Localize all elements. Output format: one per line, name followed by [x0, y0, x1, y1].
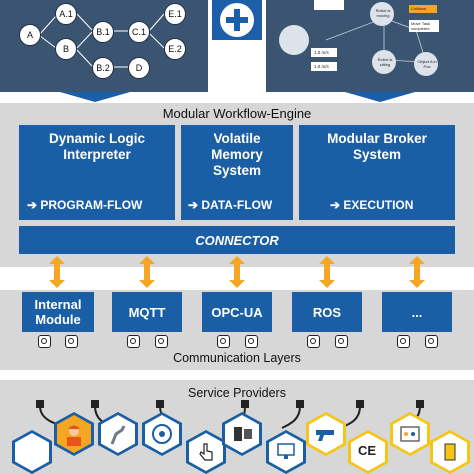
graph-node-b: B: [55, 38, 77, 60]
arrow-right-icon: ➔: [27, 198, 41, 212]
plug-icon: [127, 335, 140, 348]
flow-execution: ➔ EXECUTION: [330, 198, 413, 212]
orange-arrow-1: [49, 256, 65, 288]
graph-node-e2: E.2: [164, 38, 186, 60]
state-speed-1: 1.0 m/s: [314, 50, 329, 55]
service-hex-sensor: [430, 430, 470, 474]
service-hex-device: [222, 412, 262, 456]
drill-icon: [316, 430, 334, 441]
graph-node-b2: B.2: [92, 57, 114, 79]
controller-device-icon: [234, 427, 252, 441]
graph-node-e1: E.1: [164, 3, 186, 25]
plug-icon: [65, 335, 78, 348]
service-hex-monitor: [266, 430, 306, 474]
service-hex-controls: [390, 412, 430, 456]
connector-label: CONNECTOR: [195, 232, 279, 248]
sensor-icon: [444, 443, 456, 461]
service-hex-settings: [142, 412, 182, 456]
layer-more: ...: [382, 292, 452, 332]
layer-internal-module: Internal Module: [22, 292, 94, 332]
plug-icon: [307, 335, 320, 348]
service-cables: [36, 400, 424, 431]
plus-icon-circle: [220, 3, 254, 37]
plug-icon: [397, 335, 410, 348]
flow-label: DATA-FLOW: [201, 198, 273, 212]
layer-mqtt: MQTT: [112, 292, 182, 332]
graph-node-a: A: [19, 24, 41, 46]
graph-node-d: D: [128, 57, 150, 79]
layer-opc-ua: OPC-UA: [202, 292, 272, 332]
flow-data: ➔ DATA-FLOW: [188, 198, 272, 212]
service-hex-worker: [54, 412, 94, 456]
state-machine-panel: Robot is moving Collision Move Task comp…: [266, 0, 474, 92]
workflow-engine-title: Modular Workflow-Engine: [162, 106, 312, 121]
block-title: Volatile Memory System: [211, 131, 263, 178]
gear-icon: [152, 424, 172, 444]
graph-node-c1: C.1: [128, 21, 150, 43]
program-graph-panel: A A.1 B B.1 B.2 C.1 D E.1 E.2: [0, 0, 208, 92]
state-speed-2: 1.0 m/s: [314, 64, 329, 69]
communication-layers-caption: Communication Layers: [173, 351, 301, 365]
block-title: Modular Broker System: [327, 131, 427, 162]
robot-arm-icon: [110, 425, 126, 445]
flow-label: EXECUTION: [343, 198, 414, 212]
monitor-icon: [277, 443, 295, 459]
graph-node-a1: A.1: [55, 3, 77, 25]
ce-mark-icon: CE: [358, 443, 377, 458]
plus-icon: [212, 0, 262, 40]
orange-arrow-5: [409, 256, 425, 288]
arrow-right-icon: ➔: [330, 198, 344, 212]
block-title: Dynamic Logic Interpreter: [48, 131, 146, 162]
plug-icon: [335, 335, 348, 348]
state-label-moving: Robot is moving: [375, 8, 391, 18]
service-providers-title: Service Providers: [188, 386, 286, 400]
layer-ros: ROS: [292, 292, 362, 332]
plug-icon: [425, 335, 438, 348]
program-graph-edges: [39, 13, 165, 68]
flow-program: ➔ PROGRAM-FLOW: [27, 198, 142, 212]
orange-arrows: [49, 256, 425, 288]
service-hex-hand: [186, 430, 226, 474]
connector-bar: CONNECTOR: [19, 226, 455, 254]
block-dynamic-logic-interpreter: Dynamic Logic Interpreter: [19, 125, 175, 220]
down-arrow-right: [345, 92, 415, 102]
worker-icon: [67, 425, 81, 446]
flow-label: PROGRAM-FLOW: [40, 198, 143, 212]
plug-icon: [155, 335, 168, 348]
state-label-sitting: Robot is sitting: [377, 57, 393, 67]
arrow-right-icon: ➔: [188, 198, 202, 212]
service-hex-robot-arm: [98, 412, 138, 456]
plug-icon: [38, 335, 51, 348]
orange-arrow-4: [319, 256, 335, 288]
plug-icon: [245, 335, 258, 348]
plug-icon: [217, 335, 230, 348]
orange-arrow-2: [139, 256, 155, 288]
block-modular-broker: Modular Broker System: [299, 125, 455, 220]
service-hex-certification: CE: [348, 430, 388, 474]
hand-pointer-icon: [199, 443, 213, 461]
control-panel-icon: [400, 426, 420, 442]
orange-arrow-3: [229, 256, 245, 288]
service-hex-partial-left: [12, 430, 52, 474]
state-label-collision: Collision: [411, 6, 427, 11]
service-hex-tool: [306, 412, 346, 456]
state-machine-drawing: [279, 0, 439, 76]
state-label-completed: Move Task completed: [411, 21, 431, 31]
down-arrow-left: [60, 92, 130, 102]
graph-node-b1: B.1: [92, 21, 114, 43]
block-volatile-memory: Volatile Memory System: [181, 125, 293, 220]
state-label-object: Object A in Pos: [417, 59, 437, 69]
